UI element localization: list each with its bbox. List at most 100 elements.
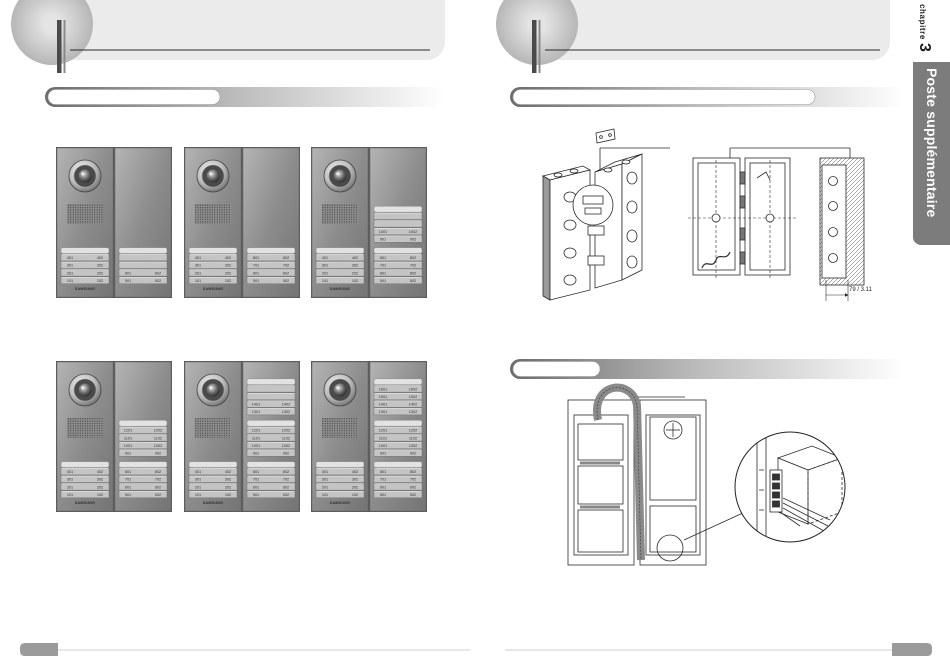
call-button-face[interactable]	[373, 475, 423, 483]
call-button-face[interactable]	[246, 400, 296, 408]
call-button-face[interactable]	[118, 490, 168, 498]
call-button-face[interactable]	[118, 441, 168, 449]
call-button-face[interactable]	[118, 261, 168, 269]
call-button-face[interactable]	[118, 467, 168, 476]
call-button-face[interactable]	[60, 276, 110, 284]
call-button[interactable]	[246, 392, 296, 400]
call-button-face[interactable]	[315, 261, 365, 269]
call-button-face[interactable]	[118, 449, 168, 457]
call-button-face[interactable]	[373, 433, 423, 442]
call-button-face[interactable]	[373, 490, 423, 498]
call-button-face[interactable]	[118, 433, 168, 442]
call-button-face[interactable]	[246, 268, 296, 277]
call-button-face[interactable]	[246, 426, 296, 434]
call-button-face[interactable]	[246, 490, 296, 498]
call-button-face[interactable]	[315, 467, 365, 476]
call-button-face[interactable]	[246, 441, 296, 449]
call-button-face[interactable]	[373, 253, 423, 262]
call-button[interactable]	[246, 384, 296, 393]
call-button-face[interactable]	[373, 400, 423, 408]
call-button-face[interactable]	[315, 253, 365, 262]
call-button-face[interactable]	[188, 490, 238, 498]
call-button-face[interactable]	[373, 407, 423, 416]
call-button-face[interactable]	[315, 268, 365, 277]
call-button-face[interactable]	[373, 467, 423, 476]
call-button-face[interactable]	[60, 490, 110, 498]
call-button[interactable]	[118, 253, 168, 262]
call-button-face[interactable]	[246, 482, 296, 491]
call-button-face[interactable]	[60, 482, 110, 491]
call-button-face[interactable]	[60, 475, 110, 483]
call-button-face[interactable]	[118, 253, 168, 262]
call-button-face[interactable]	[246, 392, 296, 400]
call-button-face[interactable]	[188, 261, 238, 269]
call-button-face[interactable]	[118, 426, 168, 434]
call-button-face[interactable]	[246, 261, 296, 269]
call-button-face[interactable]	[373, 219, 423, 228]
call-button-face[interactable]	[246, 467, 296, 476]
call-button[interactable]	[373, 219, 423, 228]
call-button-face[interactable]	[246, 276, 296, 284]
call-button-face[interactable]	[373, 212, 423, 220]
call-button-face[interactable]	[246, 475, 296, 483]
call-button-face[interactable]	[373, 227, 423, 235]
call-button-face[interactable]	[373, 235, 423, 243]
call-button[interactable]	[373, 212, 423, 220]
call-button-face[interactable]	[373, 449, 423, 457]
call-button-face[interactable]	[246, 407, 296, 416]
call-button-face[interactable]	[118, 475, 168, 483]
call-button-face[interactable]	[118, 482, 168, 491]
call-button-face[interactable]	[246, 433, 296, 442]
call-button-face[interactable]	[373, 441, 423, 449]
call-button-face[interactable]	[373, 384, 423, 393]
call-button-face[interactable]	[188, 482, 238, 491]
call-button-face[interactable]	[373, 392, 423, 400]
call-button-face[interactable]	[373, 482, 423, 491]
call-button-face[interactable]	[60, 261, 110, 269]
call-button-face[interactable]	[246, 384, 296, 393]
call-button-face[interactable]	[118, 268, 168, 277]
call-button-face[interactable]	[188, 253, 238, 262]
